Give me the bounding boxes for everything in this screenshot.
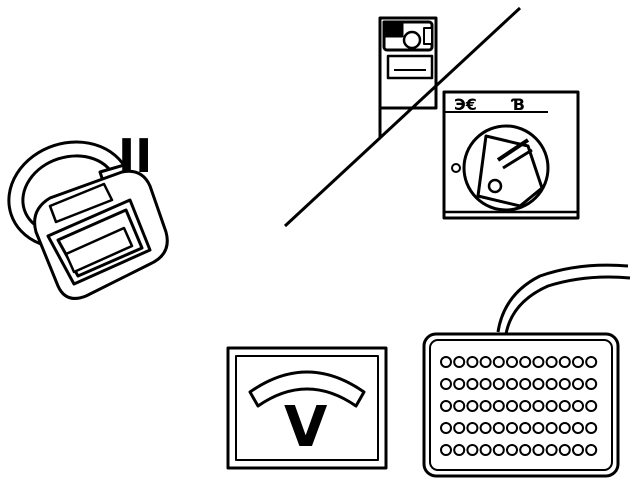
pad-dot — [545, 422, 558, 434]
pad-dot — [479, 400, 492, 412]
pad-dot — [519, 400, 532, 412]
pad-dot — [492, 444, 505, 456]
pad-dot — [585, 444, 598, 456]
pad-dot — [492, 356, 505, 368]
pad-dot — [572, 356, 584, 368]
pad-dot — [558, 400, 571, 412]
pad-dot — [506, 378, 518, 390]
pad-dot — [506, 444, 518, 456]
pad-dot — [532, 356, 545, 368]
pad-dot — [519, 378, 532, 390]
pad-dot — [585, 422, 598, 434]
pad-dot — [440, 400, 452, 412]
pad-dot — [532, 422, 545, 434]
pad-dot — [545, 378, 558, 390]
pad-dot — [466, 422, 479, 434]
pad-dot — [532, 378, 545, 390]
pad-dot — [585, 400, 598, 412]
pad-dot — [558, 378, 571, 390]
pad-dot — [453, 378, 466, 390]
pad-dot — [440, 422, 452, 434]
pad-dot — [506, 400, 518, 412]
pad-dot — [492, 378, 505, 390]
pad-dot — [492, 422, 505, 434]
pad-dot — [558, 444, 571, 456]
pad-dot — [572, 378, 584, 390]
appliance-with-rotary-switch-icon — [283, 6, 580, 228]
pad-dot — [572, 444, 584, 456]
pad-dot — [453, 422, 466, 434]
double-insulated-plug-icon — [7, 140, 169, 300]
pad-dot — [453, 400, 466, 412]
switch-symbol-left: Э€ — [454, 95, 477, 114]
heating-pad-icon — [422, 263, 631, 478]
pad-dot — [519, 422, 532, 434]
meter-label: V — [284, 395, 328, 460]
pad-dot — [466, 378, 479, 390]
pad-dot — [492, 400, 505, 412]
pad-dot — [532, 444, 545, 456]
pad-dot — [479, 356, 492, 368]
pad-dot — [545, 400, 558, 412]
pad-dot — [506, 356, 518, 368]
pad-dot — [453, 356, 466, 368]
pad-dot — [558, 422, 571, 434]
pad-dot — [572, 422, 584, 434]
voltmeter-icon — [226, 346, 388, 470]
pad-dot — [479, 422, 492, 434]
pad-dot — [466, 400, 479, 412]
pad-dot — [479, 444, 492, 456]
switch-symbol-right: Ɓ — [510, 95, 525, 114]
pad-dot — [585, 356, 598, 368]
pad-dot — [466, 356, 479, 368]
pad-dot — [440, 444, 452, 456]
pad-dot — [545, 356, 558, 368]
pad-dot — [466, 444, 479, 456]
pad-dot — [519, 356, 532, 368]
pad-dot — [532, 400, 545, 412]
plug-label: II — [118, 129, 152, 183]
pad-dot — [453, 444, 466, 456]
pad-dot — [440, 356, 452, 368]
pad-dot — [506, 422, 518, 434]
pad-dot — [479, 378, 492, 390]
pad-dot — [545, 444, 558, 456]
pad-dot — [572, 400, 584, 412]
pad-dot — [519, 444, 532, 456]
pad-dot — [440, 378, 452, 390]
pad-dot — [585, 378, 598, 390]
pad-dot — [558, 356, 571, 368]
